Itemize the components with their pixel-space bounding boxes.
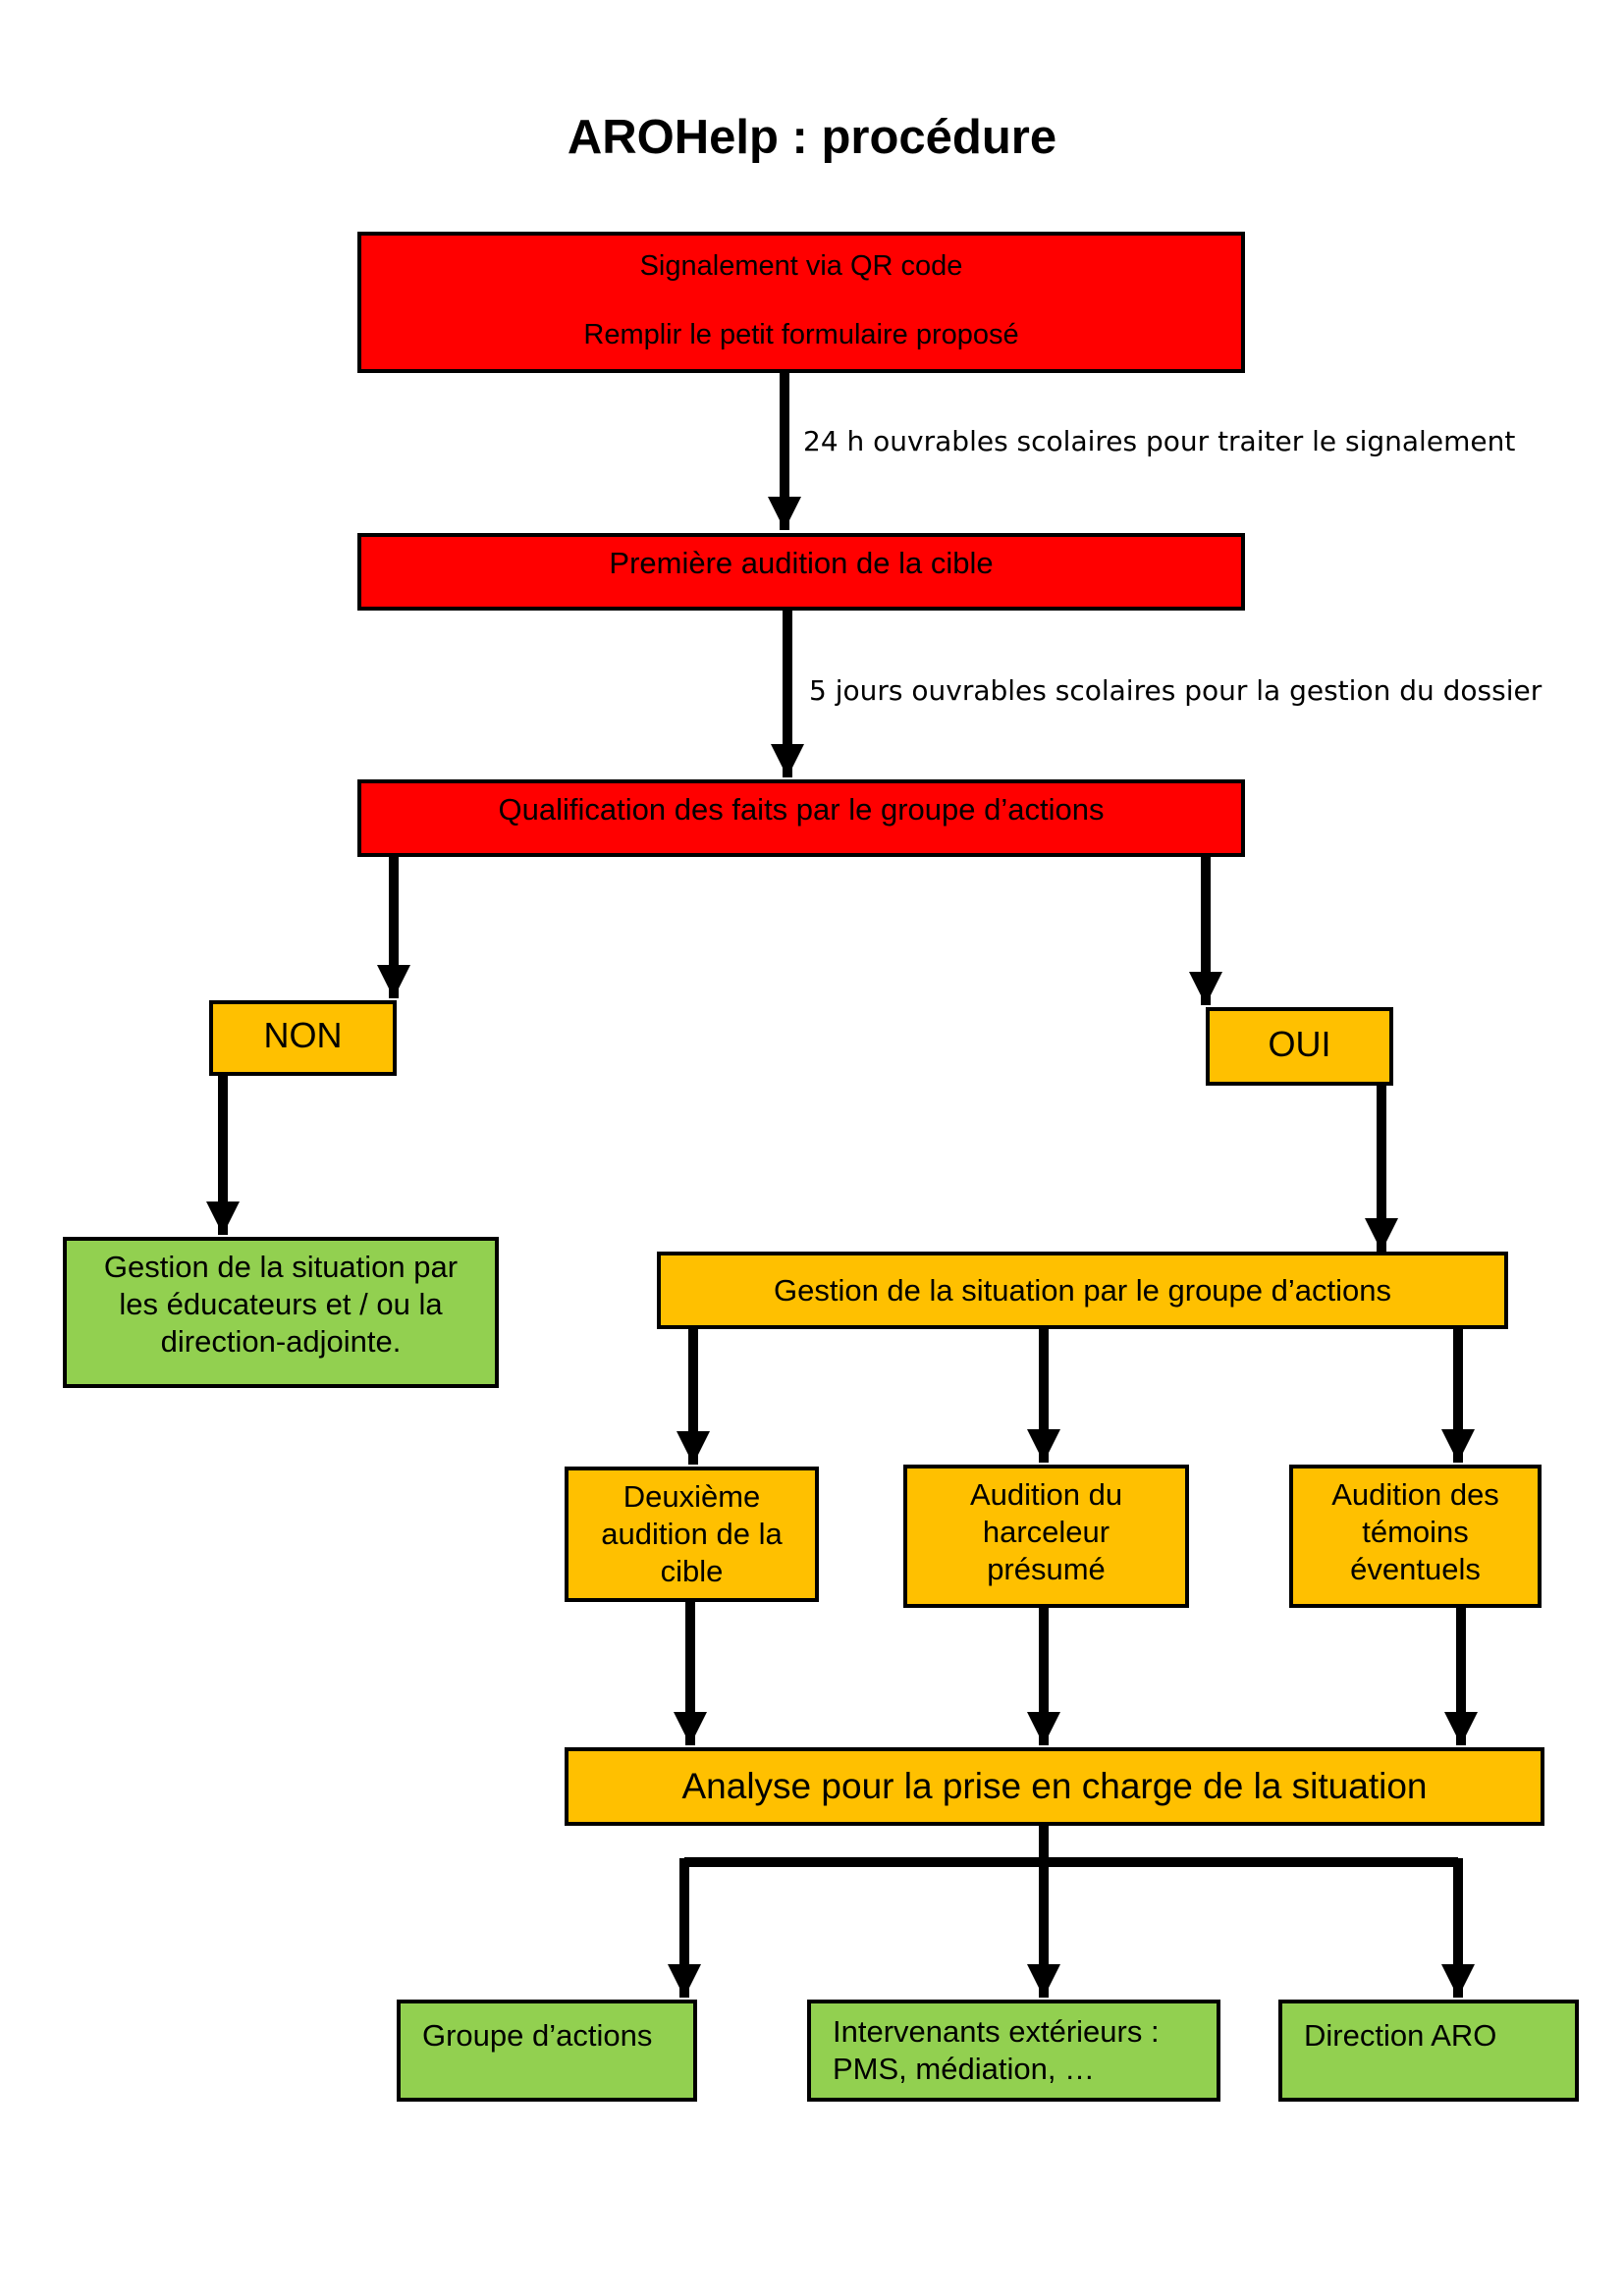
step-intervenants: Intervenants extérieurs : PMS, médiation… [807,2000,1220,2102]
page-title: AROHelp : procédure [567,111,1057,164]
gestion-educateurs-line2: les éducateurs et / ou la [119,1287,443,1321]
premiere-audition-label: Première audition de la cible [609,546,994,580]
audition-harceleur-line1: Audition du [969,1477,1123,1512]
audition-harceleur-line3: présumé [987,1552,1106,1586]
oui-label: OUI [1268,1024,1331,1064]
non-label: NON [263,1015,343,1055]
intervenants-line2: PMS, médiation, … [833,2052,1096,2086]
audition-temoins-line1: Audition des [1331,1477,1499,1512]
audition-temoins-line3: éventuels [1350,1552,1481,1586]
step-premiere-audition: Première audition de la cible [357,533,1245,611]
qualification-label: Qualification des faits par le groupe d’… [498,792,1105,827]
groupe-actions-label: Groupe d’actions [422,2018,653,2053]
edge-label-5-jours: 5 jours ouvrables scolaires pour la gest… [809,674,1543,707]
gestion-educateurs-line3: direction-adjointe. [160,1324,402,1359]
signalement-line1: Signalement via QR code [639,250,963,282]
step-gestion-educateurs: Gestion de la situation par les éducateu… [63,1237,499,1388]
step-signalement: Signalement via QR code Remplir le petit… [357,232,1245,373]
analyse-label: Analyse pour la prise en charge de la si… [681,1766,1428,1806]
audition-harceleur-line2: harceleur [982,1515,1110,1549]
step-audition-harceleur: Audition du harceleur présumé [903,1465,1189,1608]
step-direction-aro: Direction ARO [1278,2000,1579,2102]
gestion-groupe-label: Gestion de la situation par le groupe d’… [773,1272,1391,1308]
deuxieme-audition-line1: Deuxième [623,1479,761,1514]
step-qualification: Qualification des faits par le groupe d’… [357,779,1245,857]
deuxieme-audition-line3: cible [660,1554,724,1588]
step-gestion-groupe: Gestion de la situation par le groupe d’… [657,1252,1508,1329]
step-analyse: Analyse pour la prise en charge de la si… [565,1747,1544,1826]
intervenants-line1: Intervenants extérieurs : [833,2014,1160,2049]
deuxieme-audition-line2: audition de la [601,1517,783,1551]
decision-oui: OUI [1206,1007,1393,1086]
edge-label-24h: 24 h ouvrables scolaires pour traiter le… [803,425,1516,457]
gestion-educateurs-line1: Gestion de la situation par [103,1250,459,1284]
signalement-line2: Remplir le petit formulaire proposé [583,319,1019,350]
decision-non: NON [209,1000,397,1076]
direction-aro-label: Direction ARO [1304,2018,1497,2053]
step-audition-temoins: Audition des témoins éventuels [1289,1465,1542,1608]
audition-temoins-line2: témoins [1362,1515,1469,1549]
step-deuxieme-audition: Deuxième audition de la cible [565,1467,819,1602]
step-groupe-actions: Groupe d’actions [397,2000,697,2102]
